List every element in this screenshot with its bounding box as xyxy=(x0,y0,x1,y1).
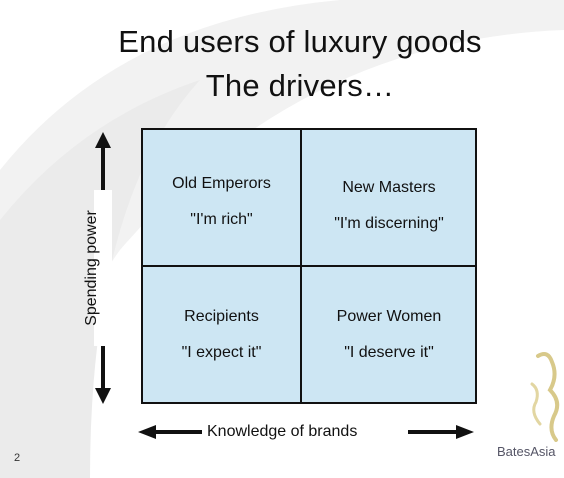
quadrant-quote: "I deserve it" xyxy=(344,344,434,361)
y-axis-arrow xyxy=(94,132,112,404)
page-number: 2 xyxy=(14,452,21,464)
logo-figure-icon xyxy=(530,352,560,442)
quadrant-quote: "I'm rich" xyxy=(190,211,253,228)
y-axis-label: Spending power xyxy=(83,210,100,326)
quadrant-matrix: Old Emperors "I'm rich" New Masters "I'm… xyxy=(141,128,477,404)
quadrant-name: Old Emperors xyxy=(172,175,271,192)
quadrant-recipients: Recipients "I expect it" xyxy=(143,307,300,363)
slide-subtitle: The drivers… xyxy=(205,68,395,103)
quadrant-quote: "I expect it" xyxy=(181,344,262,361)
matrix-horizontal-divider xyxy=(143,265,475,267)
quadrant-power-women: Power Women "I deserve it" xyxy=(303,307,475,363)
quadrant-quote: "I'm discerning" xyxy=(334,215,444,232)
x-axis-arrow xyxy=(138,422,474,442)
slide-title: End users of luxury goods xyxy=(118,24,482,59)
quadrant-old-emperors: Old Emperors "I'm rich" xyxy=(143,174,300,230)
company-logo: BatesAsia xyxy=(497,444,556,459)
quadrant-name: Power Women xyxy=(336,308,442,325)
quadrant-new-masters: New Masters "I'm discerning" xyxy=(303,178,475,234)
x-axis-label: Knowledge of brands xyxy=(207,423,358,440)
quadrant-name: Recipients xyxy=(184,308,259,325)
quadrant-name: New Masters xyxy=(342,179,436,196)
